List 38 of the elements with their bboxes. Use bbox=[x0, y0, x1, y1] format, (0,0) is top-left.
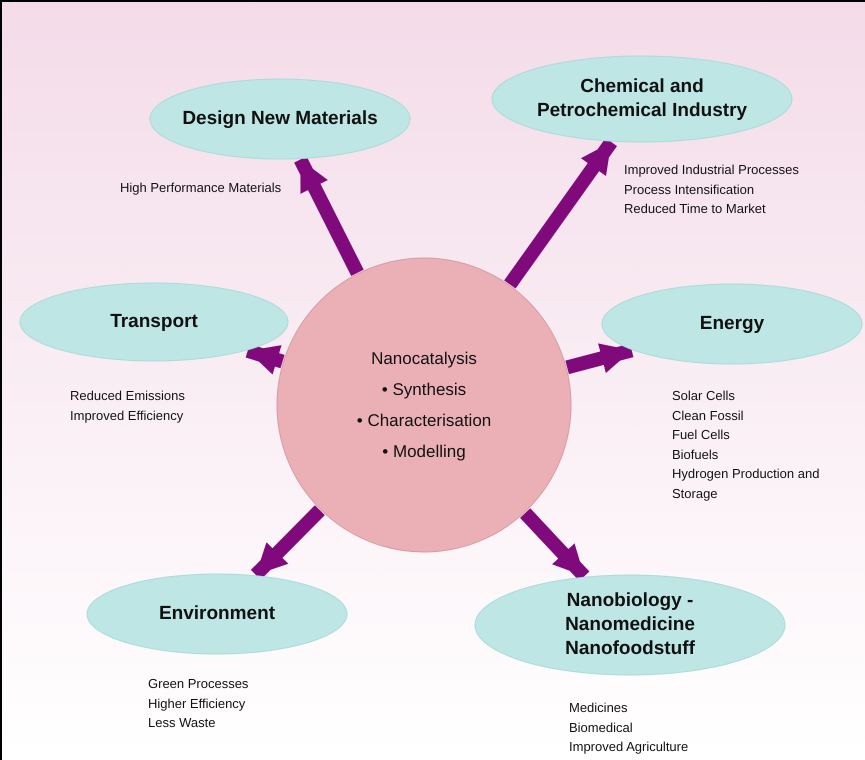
caption-text: Hydrogen Production and Storage bbox=[672, 465, 820, 503]
caption-text: Clean Fossil bbox=[672, 406, 745, 424]
caption-text: Higher Efficiency bbox=[148, 694, 246, 713]
topic-ellipse bbox=[601, 283, 863, 365]
list-item: • Characterisation bbox=[356, 410, 492, 432]
caption-text: Process Intensification bbox=[624, 180, 756, 198]
topic-ellipse bbox=[491, 55, 793, 143]
caption-text: Medicines bbox=[569, 699, 629, 717]
node-title: Design New Materials bbox=[182, 107, 378, 131]
caption-text: Reduced Emissions bbox=[70, 387, 185, 405]
caption-text: Reduced Time to Market bbox=[624, 200, 767, 218]
arrow bbox=[565, 343, 634, 374]
caption-text: Improved Efficiency bbox=[70, 406, 184, 425]
caption-text: Green Processes bbox=[148, 675, 248, 693]
caption-text: Improved Agriculture bbox=[569, 738, 688, 756]
node-title: Environment bbox=[158, 602, 276, 626]
caption-text: Biomedical bbox=[569, 718, 634, 736]
node-title: Energy bbox=[700, 312, 764, 336]
caption-text: High Performance Materials bbox=[120, 179, 282, 197]
topic-ellipse bbox=[19, 282, 289, 362]
node-title: Nanocatalysis bbox=[371, 348, 477, 369]
list-item: • Synthesis bbox=[382, 378, 466, 400]
topic-ellipse bbox=[149, 78, 411, 160]
node-title: Transport bbox=[110, 310, 198, 334]
arrow bbox=[294, 156, 364, 276]
caption-text: Biofuels bbox=[672, 446, 720, 464]
caption-text: Solar Cells bbox=[672, 387, 736, 405]
caption-text: Improved Industrial Processes bbox=[624, 161, 800, 179]
node-title: Nanobiology - Nanomedicine Nanofoodstuff bbox=[564, 589, 696, 661]
topic-ellipse bbox=[474, 574, 786, 676]
node-title: Chemical and Petrochemical Industry bbox=[536, 75, 748, 123]
topic-ellipse bbox=[86, 573, 348, 655]
arrow bbox=[246, 344, 285, 375]
caption-text: Fuel Cells bbox=[672, 426, 731, 444]
arrow bbox=[504, 138, 617, 289]
center-circle bbox=[276, 257, 572, 553]
list-item: • Modelling bbox=[382, 441, 466, 462]
caption-text: Less Waste bbox=[148, 714, 216, 732]
